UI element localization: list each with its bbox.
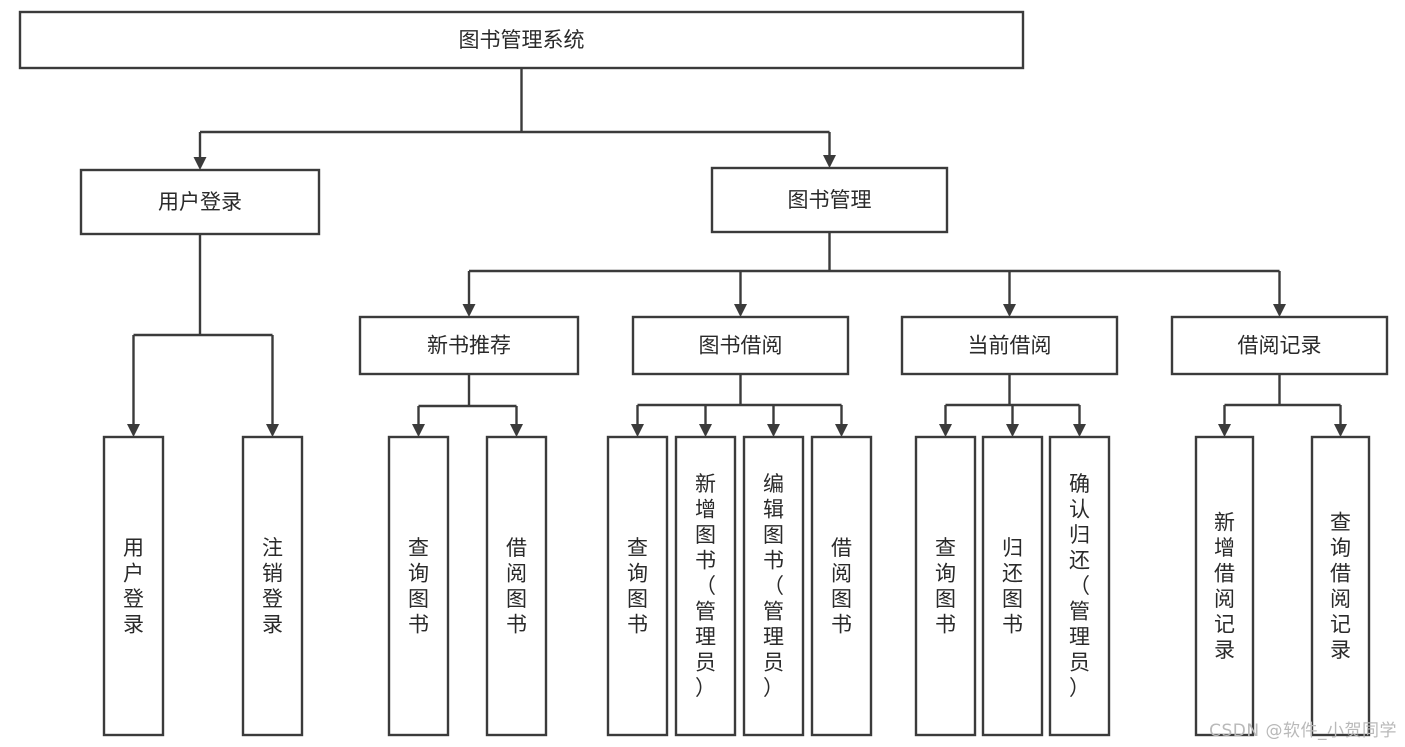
node-box [387, 435, 450, 737]
node-label: 新书推荐 [427, 334, 511, 358]
node-label: 查询图书 [935, 536, 956, 637]
node-box [241, 435, 304, 737]
arrow-head-icon [631, 424, 644, 437]
arrow-head-icon [127, 424, 140, 437]
diagram-node-l-b-edit[interactable]: 编辑图书（管理员） [742, 435, 805, 737]
node-label: 用户登录 [123, 536, 144, 637]
arrow-head-icon [1006, 424, 1019, 437]
diagram-node-n-borrow[interactable]: 图书借阅 [631, 315, 850, 376]
arrow-head-icon [193, 157, 207, 170]
node-box [606, 435, 669, 737]
node-label: 用户登录 [158, 190, 242, 214]
arrow-head-icon [1003, 304, 1016, 317]
node-label: 当前借阅 [968, 334, 1052, 358]
diagram-node-n-current[interactable]: 当前借阅 [900, 315, 1119, 376]
arrow-head-icon [699, 424, 712, 437]
diagram-node-n-records[interactable]: 借阅记录 [1170, 315, 1389, 376]
arrow-head-icon [939, 424, 952, 437]
node-label: 查询借阅记录 [1330, 510, 1351, 662]
arrow-head-icon [835, 424, 848, 437]
arrow-head-icon [1073, 424, 1086, 437]
node-label: 图书借阅 [699, 334, 783, 358]
node-label: 图书管理系统 [459, 28, 585, 52]
diagram-node-l-b-query[interactable]: 查询图书 [606, 435, 669, 737]
node-label: 编辑图书（管理员） [763, 472, 784, 700]
node-box [1048, 435, 1111, 737]
arrow-head-icon [823, 155, 836, 168]
node-box [710, 166, 949, 234]
csdn-watermark: CSDN @软件_小贺同学 [1209, 721, 1397, 741]
diagram-node-n-book-mgmt[interactable]: 图书管理 [710, 166, 949, 234]
node-layer: 图书管理系统用户登录图书管理新书推荐图书借阅当前借阅借阅记录用户登录注销登录查询… [18, 10, 1389, 737]
node-box [631, 315, 850, 376]
arrow-head-icon [462, 304, 476, 317]
connector-layer [127, 68, 1347, 437]
diagram-node-l-r-add[interactable]: 新增借阅记录 [1194, 435, 1255, 737]
node-label: 归还图书 [1002, 536, 1023, 637]
node-box [900, 315, 1119, 376]
node-label: 借阅图书 [831, 536, 852, 637]
diagram-node-l-b-add[interactable]: 新增图书（管理员） [674, 435, 737, 737]
node-label: 图书管理 [788, 188, 872, 212]
node-label: 新增借阅记录 [1214, 510, 1235, 662]
arrow-head-icon [510, 424, 523, 437]
diagram-node-l-r-query[interactable]: 查询借阅记录 [1310, 435, 1371, 737]
node-box [810, 435, 873, 737]
node-box [674, 435, 737, 737]
node-box [485, 435, 548, 737]
diagram-node-root[interactable]: 图书管理系统 [18, 10, 1025, 70]
diagram-node-l-b-borrow[interactable]: 借阅图书 [810, 435, 873, 737]
node-box [102, 435, 165, 737]
node-box [914, 435, 977, 737]
arrow-head-icon [767, 424, 780, 437]
node-box [1170, 315, 1389, 376]
diagram-node-l-c-return[interactable]: 归还图书 [981, 435, 1044, 737]
diagram-node-l-c-query[interactable]: 查询图书 [914, 435, 977, 737]
node-label: 查询图书 [627, 536, 648, 637]
node-label: 借阅记录 [1238, 334, 1322, 358]
arrow-head-icon [734, 304, 747, 317]
arrow-head-icon [266, 424, 279, 437]
diagram-node-l-c-confirm[interactable]: 确认归还（管理员） [1048, 435, 1111, 737]
arrow-head-icon [1218, 424, 1231, 437]
node-label: 注销登录 [262, 536, 283, 637]
node-box [79, 168, 321, 236]
arrow-head-icon [412, 424, 425, 437]
node-box [18, 10, 1025, 70]
diagram-node-n-new-rec[interactable]: 新书推荐 [358, 315, 580, 376]
diagram-node-l-nr-borrow[interactable]: 借阅图书 [485, 435, 548, 737]
node-label: 确认归还（管理员） [1069, 472, 1090, 700]
diagram-node-l-user-login[interactable]: 用户登录 [102, 435, 165, 737]
arrow-head-icon [1334, 424, 1347, 437]
node-box [1310, 435, 1371, 737]
diagram-node-l-user-logout[interactable]: 注销登录 [241, 435, 304, 737]
node-box [742, 435, 805, 737]
arrow-head-icon [1273, 304, 1286, 317]
node-label: 新增图书（管理员） [695, 472, 716, 700]
node-box [358, 315, 580, 376]
diagram-node-n-user-login[interactable]: 用户登录 [79, 168, 321, 236]
node-box [981, 435, 1044, 737]
diagram-node-l-nr-query[interactable]: 查询图书 [387, 435, 450, 737]
node-label: 查询图书 [408, 536, 429, 637]
node-box [1194, 435, 1255, 737]
node-label: 借阅图书 [506, 536, 527, 637]
